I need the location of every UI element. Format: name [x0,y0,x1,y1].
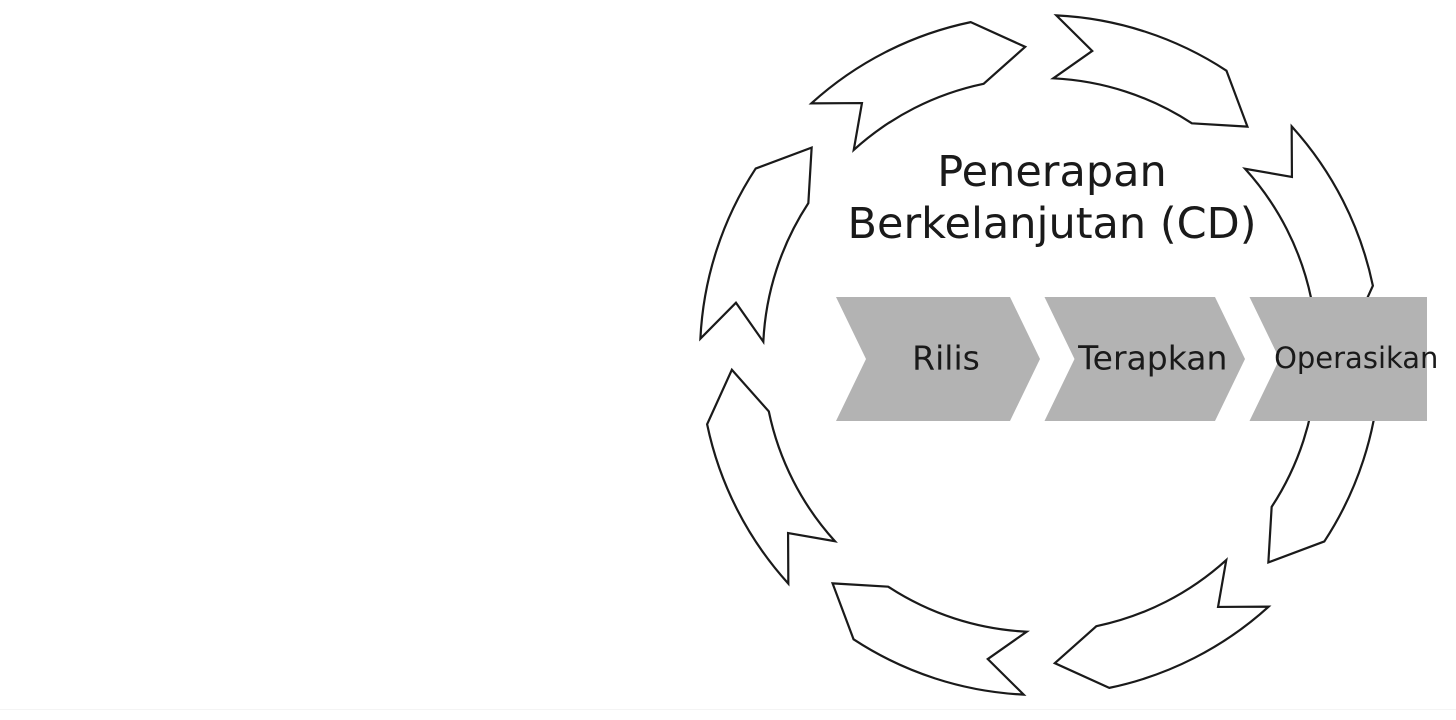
process-step-chevron[interactable] [836,297,1040,421]
cycle-arrow-segment [808,20,1028,153]
title-line-1: Penerapan [937,147,1167,197]
process-step-label: Operasikan [1274,341,1438,375]
cycle-arrow-segment [1052,557,1272,690]
title-line-2: Berkelanjutan (CD) [847,199,1256,249]
cycle-arrow-segment [830,582,1030,696]
process-step-chevron[interactable] [1249,297,1428,421]
process-step-label: Rilis [912,339,980,378]
process-step-chevron[interactable] [1044,297,1246,421]
cycle-arrow-segment [705,367,838,587]
cycle-arrow-segment [1050,14,1250,128]
process-step-label: Terapkan [1077,339,1227,378]
process-chevron-band: Rilis Terapkan Operasikan [836,297,1438,421]
diagram-title: Penerapan Berkelanjutan (CD) [847,147,1256,249]
cycle-arrow-segment [699,145,813,345]
bottom-edge-artifact [0,709,1456,710]
